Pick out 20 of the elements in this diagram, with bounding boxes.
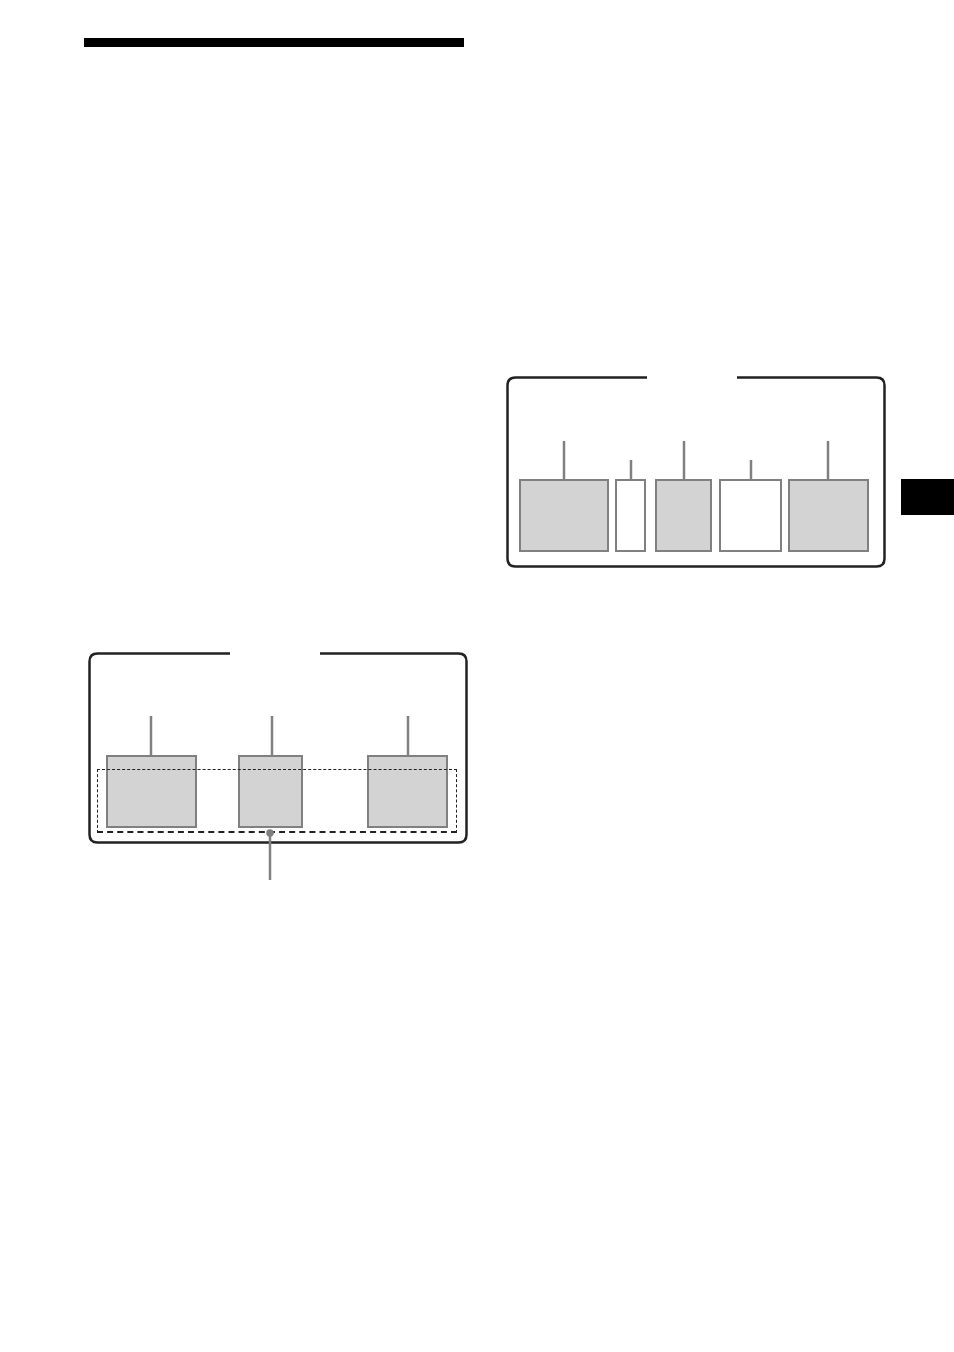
leader-line bbox=[266, 829, 274, 880]
leader-line bbox=[562, 441, 566, 479]
display-segment bbox=[788, 479, 869, 552]
leader-line bbox=[749, 460, 753, 479]
display-segment bbox=[655, 479, 712, 552]
dashed-region-outline bbox=[97, 769, 457, 833]
leader-line bbox=[682, 441, 686, 479]
leader-line bbox=[629, 460, 633, 479]
leader-line bbox=[826, 441, 830, 479]
display-panel bbox=[88, 652, 468, 844]
leader-line bbox=[149, 716, 153, 755]
leader-line bbox=[406, 716, 410, 755]
display-panel bbox=[506, 376, 886, 568]
display-segment bbox=[106, 755, 197, 828]
leader-line bbox=[270, 716, 274, 755]
display-segment bbox=[238, 755, 303, 828]
display-segment bbox=[367, 755, 448, 828]
display-segment bbox=[519, 479, 609, 552]
display-segment bbox=[719, 479, 782, 552]
display-segment bbox=[615, 479, 646, 552]
